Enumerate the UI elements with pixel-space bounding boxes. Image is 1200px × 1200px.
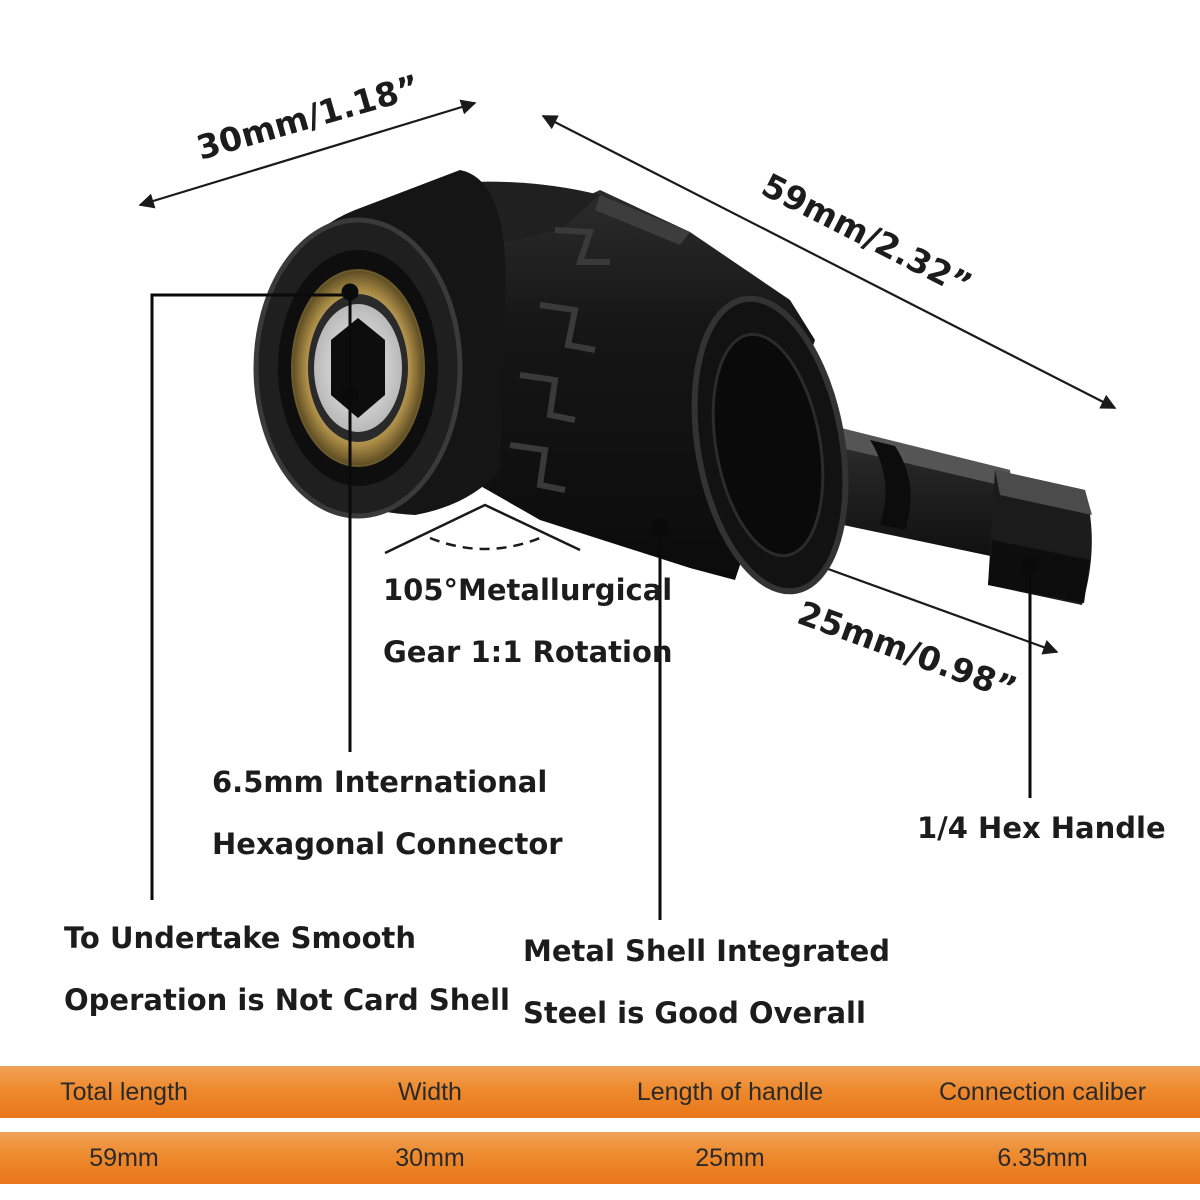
spec-value-total-length: 59mm — [89, 1144, 159, 1172]
spec-value-caliber: 6.35mm — [997, 1144, 1088, 1172]
gear-label-line2: Gear 1:1 Rotation — [383, 635, 673, 669]
spec-value-width: 30mm — [395, 1144, 465, 1172]
spec-header-caliber: Connection caliber — [938, 1078, 1147, 1106]
callout-leaders — [150, 283, 1040, 920]
connector-label-line1: 6.5mm International — [212, 765, 548, 799]
spec-value-row: 59mm 30mm 25mm 6.35mm — [0, 1132, 1200, 1184]
spec-value-handle-length: 25mm — [695, 1144, 765, 1172]
spec-header-total-length: Total length — [60, 1078, 188, 1106]
hex-handle-label: 1/4 Hex Handle — [917, 811, 1166, 845]
shell-label-line2: Steel is Good Overall — [523, 996, 866, 1030]
gear-label-line1: 105°Metallurgical — [383, 573, 673, 607]
connector-label-line2: Hexagonal Connector — [212, 827, 563, 861]
socket-head — [253, 170, 506, 519]
angle-indicator — [384, 503, 581, 555]
spec-header-row: Total length Width Length of handle Conn… — [0, 1066, 1200, 1118]
length-dimension-arrow — [541, 115, 1117, 409]
width-dimension-arrow — [138, 99, 477, 209]
smooth-label-line1: To Undertake Smooth — [64, 921, 417, 955]
smooth-dot — [341, 386, 359, 404]
smooth-label-line2: Operation is Not Card Shell — [64, 983, 510, 1017]
spec-header-width: Width — [398, 1078, 462, 1106]
spec-header-handle-length: Length of handle — [636, 1078, 824, 1106]
shell-label-line1: Metal Shell Integrated — [523, 934, 891, 968]
